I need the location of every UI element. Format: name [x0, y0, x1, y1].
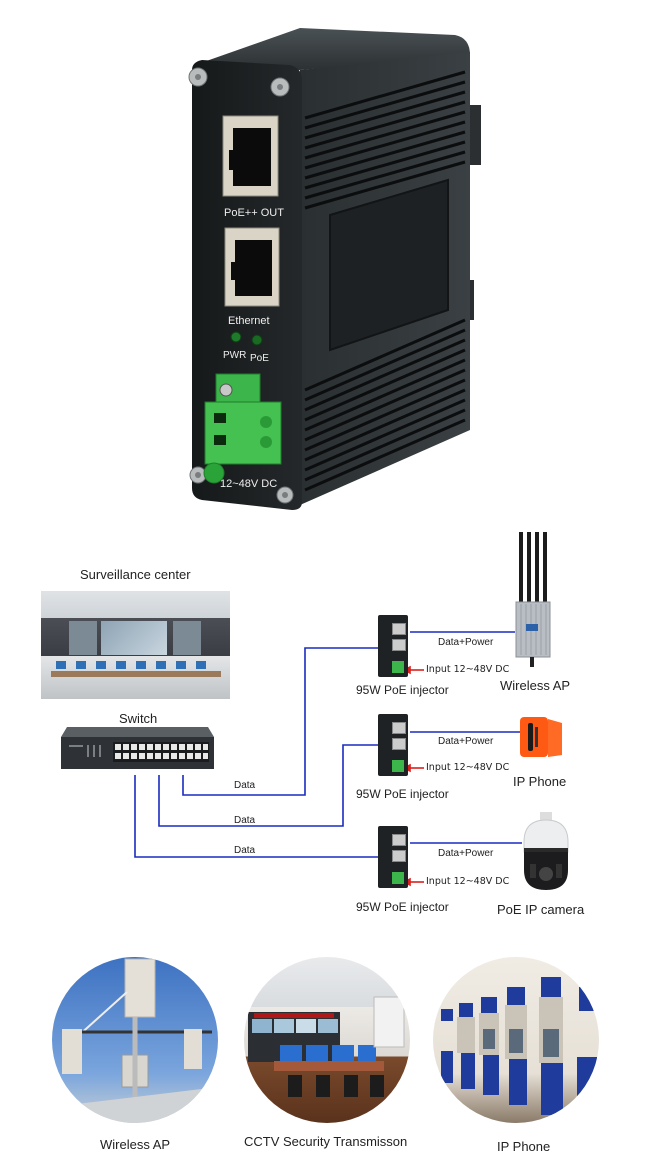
- input-label-1: Input 12~48V DC: [426, 664, 510, 675]
- wireless-ap-device: [512, 532, 552, 670]
- injector-icon-2: [378, 714, 408, 776]
- surveillance-center-label: Surveillance center: [80, 567, 191, 582]
- injector-label-1: 95W PoE injector: [356, 683, 449, 697]
- data-link-2: [158, 744, 378, 827]
- led-label-pwr: PWR: [223, 350, 247, 361]
- port-label-ethernet: Ethernet: [228, 315, 270, 327]
- poe-led: [251, 334, 263, 346]
- data-power-label-3: Data+Power: [438, 848, 494, 859]
- surveillance-center-image: [41, 591, 230, 699]
- application-image-wireless-ap: [52, 957, 218, 1123]
- device-label-ip-phone: IP Phone: [513, 774, 567, 789]
- injector-label-2: 95W PoE injector: [356, 787, 449, 801]
- data-power-label-1: Data+Power: [438, 637, 494, 648]
- network-switch-image: [61, 727, 214, 769]
- vent-slots-upper: [304, 70, 466, 210]
- rj45-port-poe-out: [222, 115, 279, 197]
- terminal-block: [203, 373, 282, 484]
- data-link-label-3: Data: [234, 845, 256, 856]
- injector-label-3: 95W PoE injector: [356, 900, 449, 914]
- pwr-led: [230, 331, 242, 343]
- application-label-ip-phone: IP Phone: [497, 1139, 551, 1154]
- input-label-3: Input 12~48V DC: [426, 876, 510, 887]
- data-link-label-2: Data: [234, 815, 256, 826]
- vent-slots-lower: [304, 318, 466, 492]
- data-link-1: [182, 647, 378, 796]
- application-image-ip-phone: [433, 957, 599, 1123]
- poe-injector-illustration: [188, 28, 481, 510]
- device-label-poe-ip-camera: PoE IP camera: [497, 902, 585, 917]
- product-photo: PoE++ OUT Ethernet PWR PoE 12~48V DC: [180, 10, 510, 520]
- switch-label: Switch: [119, 711, 158, 726]
- device-label-wireless-ap: Wireless AP: [500, 678, 571, 693]
- rj45-port-ethernet: [224, 227, 280, 307]
- led-label-poe: PoE: [250, 353, 269, 364]
- label-recess: [329, 178, 449, 352]
- application-label-cctv: CCTV Security Transmisson: [244, 1134, 408, 1149]
- application-label-wireless-ap: Wireless AP: [100, 1137, 171, 1152]
- injector-icon-1: [378, 615, 408, 677]
- power-input-label: 12~48V DC: [220, 478, 278, 490]
- application-image-cctv: [244, 957, 410, 1123]
- input-label-2: Input 12~48V DC: [426, 762, 510, 773]
- data-link-3: [134, 775, 378, 858]
- ip-phone-device: [518, 715, 566, 761]
- screw-icon: [188, 67, 294, 504]
- injector-icon-3: [378, 826, 408, 888]
- data-power-label-2: Data+Power: [438, 736, 494, 747]
- poe-ip-camera-device: [518, 812, 574, 892]
- data-link-label-1: Data: [234, 780, 256, 791]
- port-label-poe-out: PoE++ OUT: [224, 207, 284, 219]
